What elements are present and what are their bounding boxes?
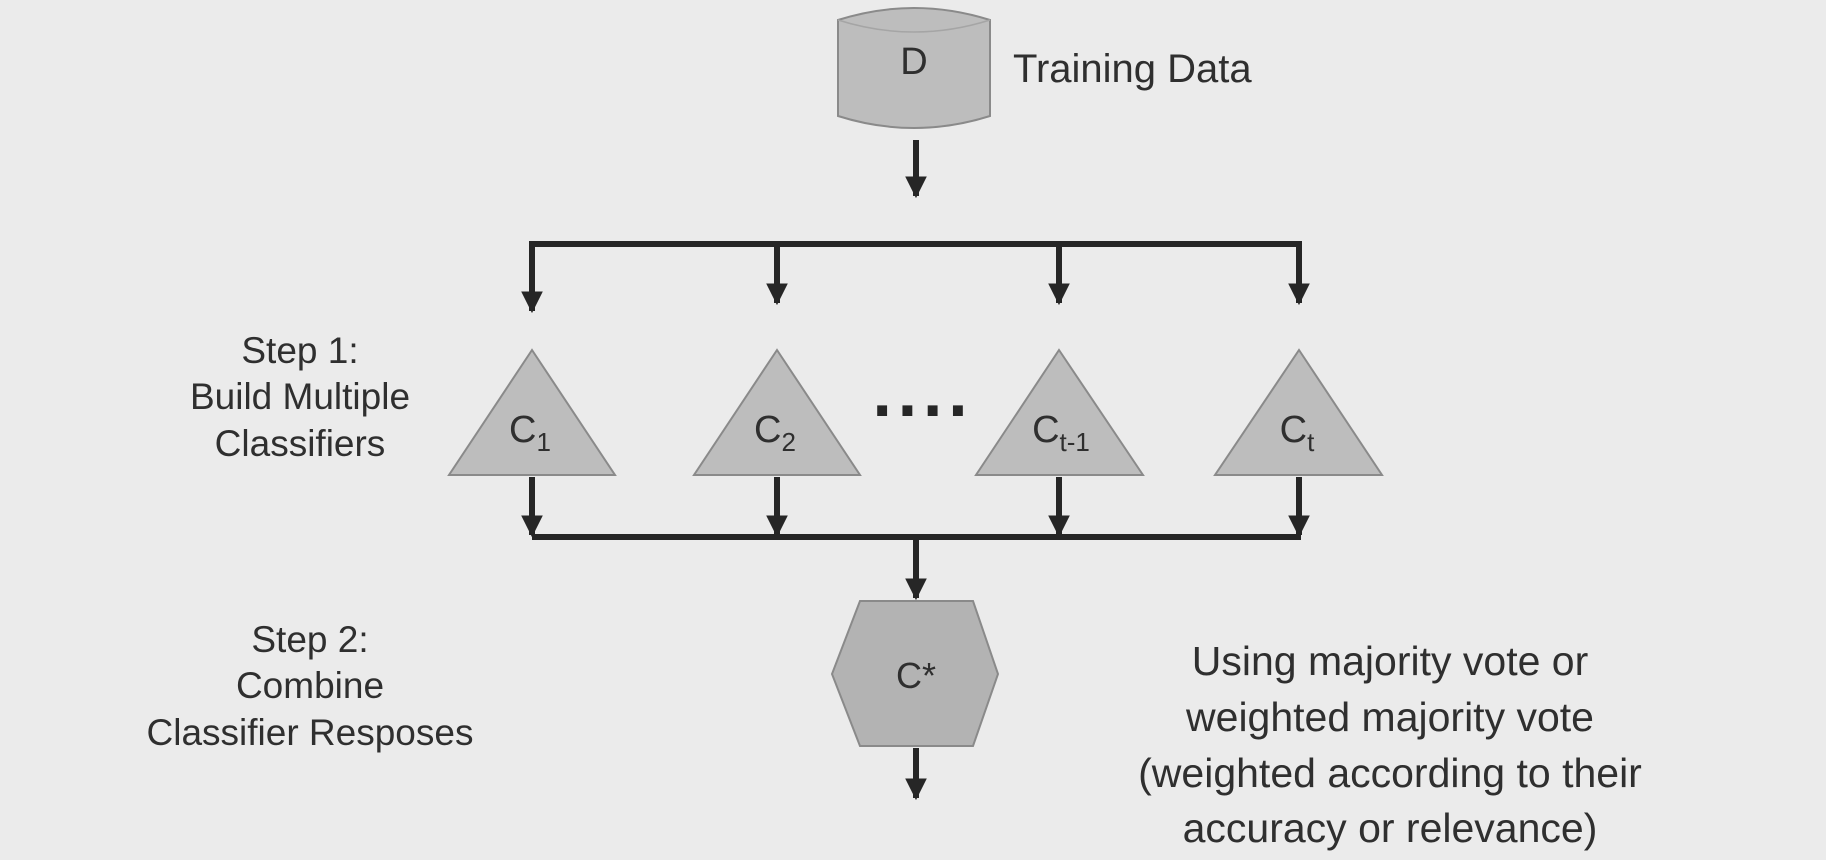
classifier-ellipsis: ···· bbox=[871, 379, 972, 444]
step2-line-2: Combine bbox=[235, 665, 385, 707]
step1-caption: Step 1: Build Multiple Classifiers bbox=[130, 328, 470, 467]
step1-line-2: Build Multiple bbox=[189, 376, 411, 418]
combination-method-note: Using majority vote or weighted majority… bbox=[1070, 634, 1710, 857]
classifier-3-base: C bbox=[1032, 409, 1059, 451]
data-symbol: D bbox=[900, 41, 927, 83]
classifier-4-base: C bbox=[1280, 409, 1307, 451]
classifier-4: Ct bbox=[1213, 348, 1384, 476]
step2-line-1: Step 2: bbox=[251, 619, 369, 660]
classifier-2-sub: 2 bbox=[781, 427, 795, 457]
training-data-label: Training Data bbox=[1013, 47, 1252, 91]
classifier-1: C1 bbox=[447, 348, 617, 476]
combiner-label: C* bbox=[896, 655, 936, 696]
classifier-2: C2 bbox=[692, 348, 862, 476]
classifier-3: Ct-1 bbox=[974, 348, 1145, 476]
method-line-4: accuracy or relevance) bbox=[1182, 805, 1598, 852]
svg-text:Ct-1: Ct-1 bbox=[1032, 409, 1090, 457]
method-line-1: Using majority vote or bbox=[1191, 638, 1589, 684]
step2-line-3: Classifier Resposes bbox=[146, 711, 474, 753]
method-line-3: (weighted according to their bbox=[1138, 749, 1642, 796]
training-data-cylinder: D bbox=[837, 7, 991, 129]
combiner-hexagon: C* bbox=[830, 600, 1000, 747]
svg-text:C1: C1 bbox=[509, 409, 551, 457]
merge-arrows bbox=[521, 477, 1310, 538]
classifier-1-base: C bbox=[509, 409, 536, 451]
classifier-1-sub: 1 bbox=[536, 427, 550, 457]
classifier-3-sub: t-1 bbox=[1060, 427, 1090, 457]
split-arrows bbox=[521, 241, 1310, 314]
method-line-2: weighted majority vote bbox=[1186, 693, 1594, 740]
step2-caption: Step 2: Combine Classifier Resposes bbox=[110, 617, 510, 756]
classifier-4-sub: t bbox=[1307, 427, 1315, 457]
step1-line-3: Classifiers bbox=[214, 422, 386, 464]
step1-line-1: Step 1: bbox=[241, 330, 359, 371]
classifier-2-base: C bbox=[754, 409, 781, 451]
svg-text:C2: C2 bbox=[754, 409, 796, 457]
svg-text:Ct: Ct bbox=[1280, 409, 1315, 457]
